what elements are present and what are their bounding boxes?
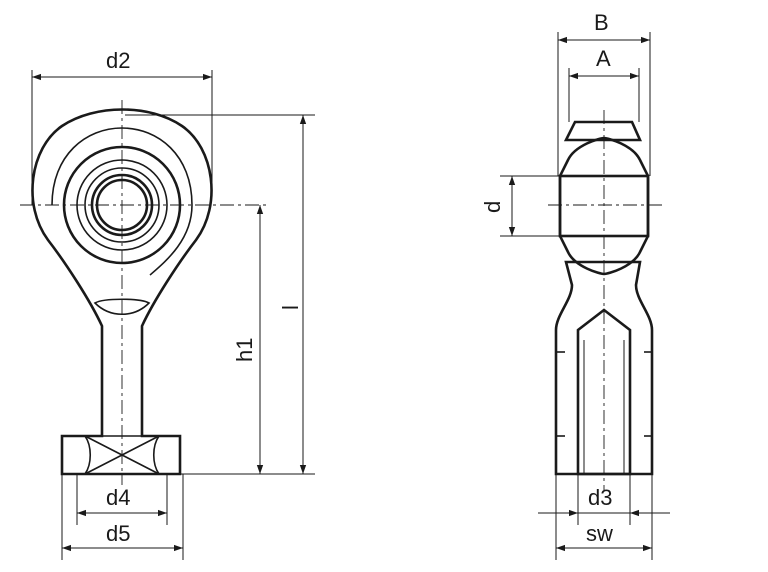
side-dimensions [500,32,670,560]
label-d: d [480,201,505,213]
label-B: B [594,10,609,35]
label-l: l [278,305,303,310]
front-dimensions [31,70,315,560]
label-d5: d5 [106,521,130,546]
label-d2: d2 [106,48,130,73]
dimension-labels: d2 l h1 d4 d5 B A d d3 sw [106,10,613,546]
front-inner-contour [51,127,193,276]
label-h1: h1 [232,338,257,362]
label-sw: sw [586,521,613,546]
label-d4: d4 [106,485,130,510]
front-shoulder [93,298,151,315]
label-A: A [596,46,611,71]
side-thread-bore [576,308,632,476]
side-ball [558,136,650,276]
label-d3: d3 [588,485,612,510]
side-housing-top [563,120,643,142]
side-view [548,110,665,490]
front-view [20,100,270,485]
